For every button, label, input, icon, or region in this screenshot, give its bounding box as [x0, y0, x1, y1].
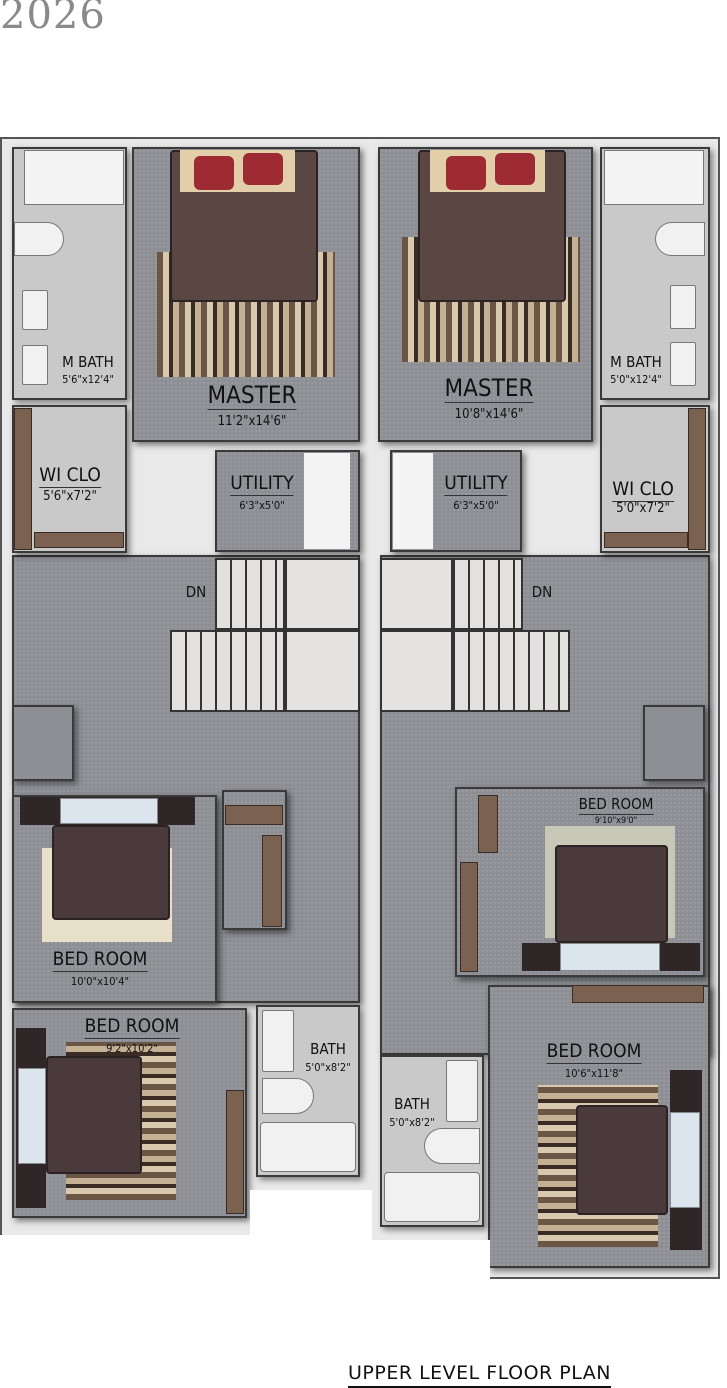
- left-bath-toilet: [262, 1078, 314, 1114]
- right-master-label: MASTER: [444, 374, 534, 403]
- right-bedroom-2-dim: 10'6"x11'8": [564, 1067, 624, 1080]
- left-closet-shelf: [226, 1090, 244, 1214]
- right-bath-toilet: [424, 1128, 480, 1164]
- plan-title: UPPER LEVEL FLOOR PLAN: [348, 1362, 611, 1388]
- left-stairs-lower: [170, 630, 285, 712]
- right-utility-dim: 6'3"x5'0": [453, 499, 499, 512]
- left-sink-2: [22, 345, 48, 385]
- year-watermark: 2026: [0, 0, 106, 38]
- left-bedroom-2-dim: 9'2"x10'2": [106, 1042, 158, 1055]
- right-bathtub: [384, 1172, 480, 1222]
- left-master-dim: 11'2"x14'6": [217, 414, 287, 429]
- right-sink-2: [670, 342, 696, 386]
- left-utility-dim: 6'3"x5'0": [239, 499, 285, 512]
- left-landing: [285, 630, 360, 712]
- left-bedroom-2-label: BED ROOM: [84, 1015, 180, 1039]
- right-stairs-lower: [453, 630, 570, 712]
- right-bedroom-1-pillows: [560, 943, 660, 971]
- left-master-label: MASTER: [207, 381, 297, 410]
- left-washer-dryer: [304, 453, 350, 549]
- right-landing: [380, 630, 453, 712]
- right-bedroom-1-dim: 9'10"x9'0": [594, 816, 638, 826]
- right-master-dim: 10'8"x14'6": [454, 407, 524, 422]
- right-bedroom-2-bed: [576, 1105, 668, 1215]
- right-bedroom-1-label: BED ROOM: [578, 795, 654, 815]
- right-closet-shelf: [478, 795, 498, 853]
- left-pillow: [243, 153, 283, 185]
- left-closet-shelf: [262, 835, 282, 927]
- left-utility-label: UTILITY: [230, 472, 294, 496]
- left-stairs-dn-label: DN: [185, 583, 207, 601]
- left-closet-shelf: [34, 532, 124, 548]
- left-bedroom-1-label: BED ROOM: [52, 948, 148, 972]
- right-sink-1: [670, 285, 696, 329]
- right-washer-dryer: [393, 453, 433, 549]
- left-bedroom-1-dim: 10'0"x10'4": [70, 975, 130, 988]
- right-closet-shelf: [688, 408, 706, 550]
- right-closet-shelf: [604, 532, 688, 548]
- right-bath-sink: [446, 1060, 478, 1122]
- right-pillow: [446, 156, 486, 190]
- left-toilet: [14, 222, 64, 256]
- right-landing: [380, 558, 453, 630]
- left-bath-sink: [262, 1010, 294, 1072]
- right-m-bath-label: M BATH: [610, 353, 662, 371]
- left-landing: [285, 558, 360, 630]
- right-wi-clo-dim: 5'0"x7'2": [616, 501, 670, 516]
- left-bedroom-1-pillows: [60, 798, 158, 824]
- left-bath-dim: 5'0"x8'2": [305, 1061, 351, 1074]
- right-bedroom-2-pillows: [670, 1112, 700, 1208]
- left-bath-label: BATH: [310, 1040, 346, 1058]
- left-wi-clo-dim: 5'6"x7'2": [43, 489, 97, 504]
- right-toilet: [655, 222, 705, 256]
- right-closet-shelf: [460, 862, 478, 972]
- left-pillow: [194, 156, 234, 190]
- right-utility-label: UTILITY: [444, 472, 508, 496]
- left-wi-clo-label: WI CLO: [39, 464, 101, 488]
- left-closet-shelf: [14, 408, 32, 550]
- left-bathtub: [260, 1122, 356, 1172]
- exterior-notch: [372, 1240, 490, 1290]
- right-pillow: [495, 153, 535, 185]
- left-bedroom-2-bed: [46, 1056, 142, 1174]
- right-stairs-dn-label: DN: [531, 583, 553, 601]
- right-bedroom-2-label: BED ROOM: [546, 1040, 642, 1064]
- left-stairs-upper: [215, 558, 285, 630]
- left-m-bath-dim: 5'6"x12'4": [62, 373, 114, 386]
- right-linen-closet: [643, 705, 705, 781]
- right-bath-dim: 5'0"x8'2": [389, 1116, 435, 1129]
- right-closet-shelf: [572, 985, 704, 1003]
- left-bedroom-1-bed: [52, 825, 170, 920]
- left-bedroom-2-pillows: [18, 1068, 46, 1164]
- left-shower: [24, 150, 124, 205]
- exterior-notch: [0, 1235, 370, 1290]
- right-m-bath-dim: 5'0"x12'4": [610, 373, 662, 386]
- right-wi-clo-label: WI CLO: [612, 478, 674, 502]
- right-shower: [604, 150, 704, 205]
- right-bath-label: BATH: [394, 1095, 430, 1113]
- left-m-bath-label: M BATH: [62, 353, 114, 371]
- right-bedroom-1-bed: [555, 845, 668, 943]
- left-linen-closet: [12, 705, 74, 781]
- left-sink-1: [22, 290, 48, 330]
- left-closet-shelf: [225, 805, 283, 825]
- right-stairs-upper: [453, 558, 523, 630]
